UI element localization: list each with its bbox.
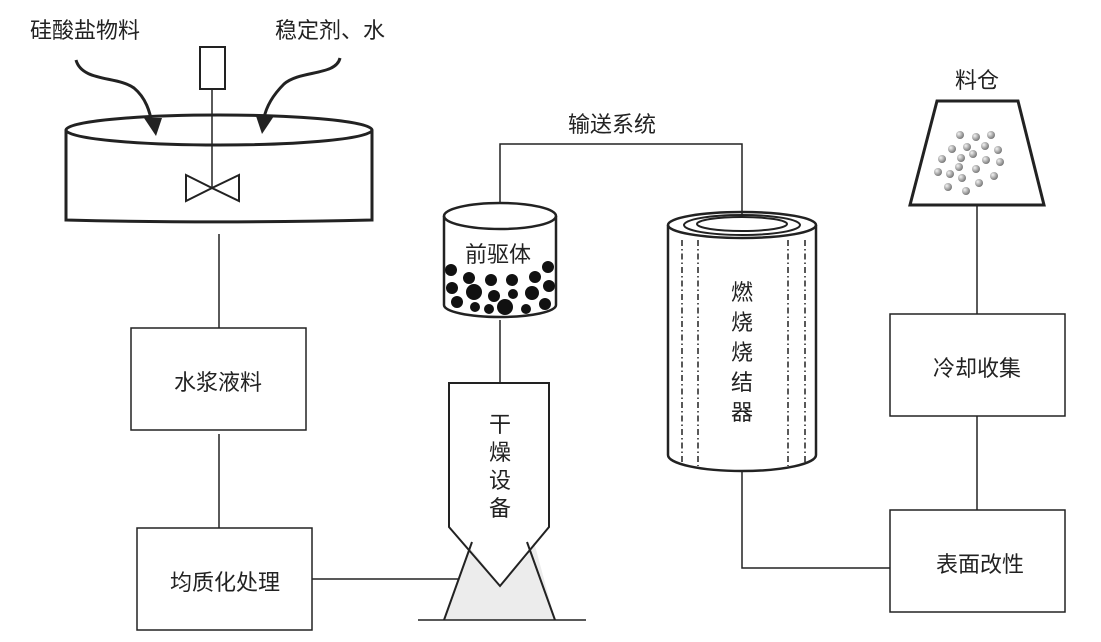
connector-furnace-surface (741, 472, 890, 569)
homogenization-box: 均质化处理 (136, 527, 313, 631)
combustion-sintering-furnace: 燃 烧 烧 结 器 (666, 210, 818, 473)
cooling-collection-label: 冷却收集 (933, 357, 1021, 382)
slurry-label: 水浆液料 (174, 371, 262, 396)
furnace-label-char-4: 结 (731, 371, 753, 396)
dryer-label-char-2: 燥 (489, 441, 511, 466)
surface-modification-label: 表面改性 (936, 553, 1024, 578)
slurry-box: 水浆液料 (130, 327, 307, 431)
hopper-base (444, 542, 555, 620)
conveying-system-line: 输送系统 (499, 113, 743, 216)
dryer-label-char-3: 设 (489, 469, 511, 494)
arrow-silicate-in (74, 59, 162, 136)
arrow-stabilizer-in (256, 57, 342, 134)
homogenization-label: 均质化处理 (170, 571, 280, 596)
mixing-tank (64, 113, 374, 224)
furnace-label-char-2: 烧 (731, 311, 753, 336)
precursor-particles (445, 261, 555, 315)
furnace-label-char-5: 器 (731, 401, 753, 426)
drying-equipment: 干 燥 设 备 (418, 382, 586, 621)
stirrer-icon (185, 46, 240, 203)
surface-modification-box: 表面改性 (889, 509, 1066, 613)
cooling-collection-box: 冷却收集 (889, 313, 1066, 417)
furnace-label-char-1: 燃 (731, 281, 753, 306)
dryer-label-char-1: 干 (489, 413, 511, 438)
conveying-system-label: 输送系统 (568, 113, 656, 138)
dryer-label-char-4: 备 (489, 497, 511, 522)
precursor-label: 前驱体 (465, 243, 531, 268)
silo-label: 料仓 (955, 69, 999, 94)
silo-particles (934, 131, 1004, 195)
silo: 料仓 (908, 69, 1046, 207)
input-label-silicate: 硅酸盐物料 (30, 19, 140, 44)
input-label-stabilizer-water: 稳定剂、水 (275, 19, 385, 44)
precursor-cylinder: 前驱体 (442, 201, 558, 319)
furnace-label-char-3: 烧 (731, 341, 753, 366)
